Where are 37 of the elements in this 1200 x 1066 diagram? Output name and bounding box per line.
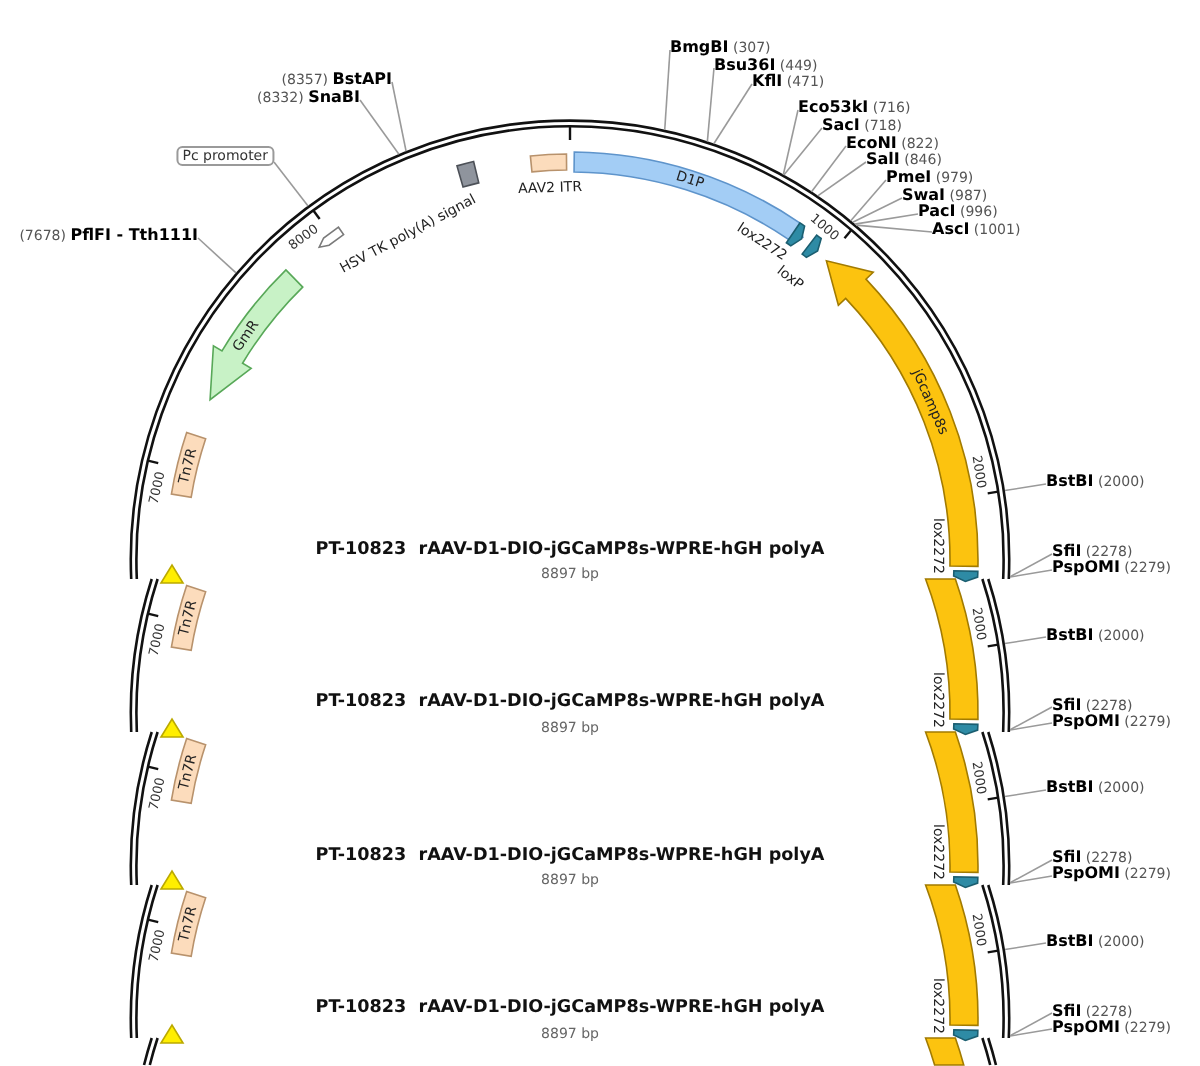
leader-line <box>359 99 400 155</box>
map-title: PT-10823 rAAV-D1-DIO-jGCaMP8s-WPRE-hGH polyA <box>315 692 825 714</box>
leader-line <box>855 224 933 233</box>
leader-line <box>1009 706 1053 731</box>
leader-line <box>1009 553 1053 578</box>
leader-line <box>1004 942 1047 951</box>
leader-line <box>783 127 823 176</box>
leader-line <box>816 161 867 197</box>
leader-line <box>197 237 237 274</box>
triangle-marker <box>160 717 184 737</box>
map-title: PT-10823 rAAV-D1-DIO-jGCaMP8s-WPRE-hGH polyA <box>315 998 825 1020</box>
leader-line <box>273 161 309 207</box>
triangle-marker <box>160 564 184 584</box>
leader-line <box>810 145 847 193</box>
leader-line <box>1009 722 1053 731</box>
triangle-marker <box>160 1023 184 1043</box>
leader-line <box>1004 789 1047 798</box>
leader-line <box>663 49 671 131</box>
leader-line <box>854 213 919 225</box>
leader-line <box>1009 1028 1053 1037</box>
triangle-marker <box>160 870 184 890</box>
map-title: PT-10823 rAAV-D1-DIO-jGCaMP8s-WPRE-hGH polyA <box>315 539 825 561</box>
leader-line <box>391 81 407 153</box>
leader-line <box>851 197 903 224</box>
leader-line <box>782 109 799 176</box>
plasmid-backbone-arc <box>981 1037 998 1066</box>
leader-line <box>1004 636 1047 645</box>
map-title: PT-10823 rAAV-D1-DIO-jGCaMP8s-WPRE-hGH polyA <box>315 845 825 867</box>
leader-line <box>850 179 887 222</box>
leader-line <box>1009 859 1053 884</box>
leader-line <box>1009 569 1053 578</box>
leader-line <box>1004 483 1047 492</box>
leader-line <box>706 67 715 143</box>
plasmid-backbone-arc <box>142 1037 159 1066</box>
leader-line <box>1009 875 1053 884</box>
leader-line <box>1009 1012 1053 1037</box>
leader-line <box>713 83 753 145</box>
